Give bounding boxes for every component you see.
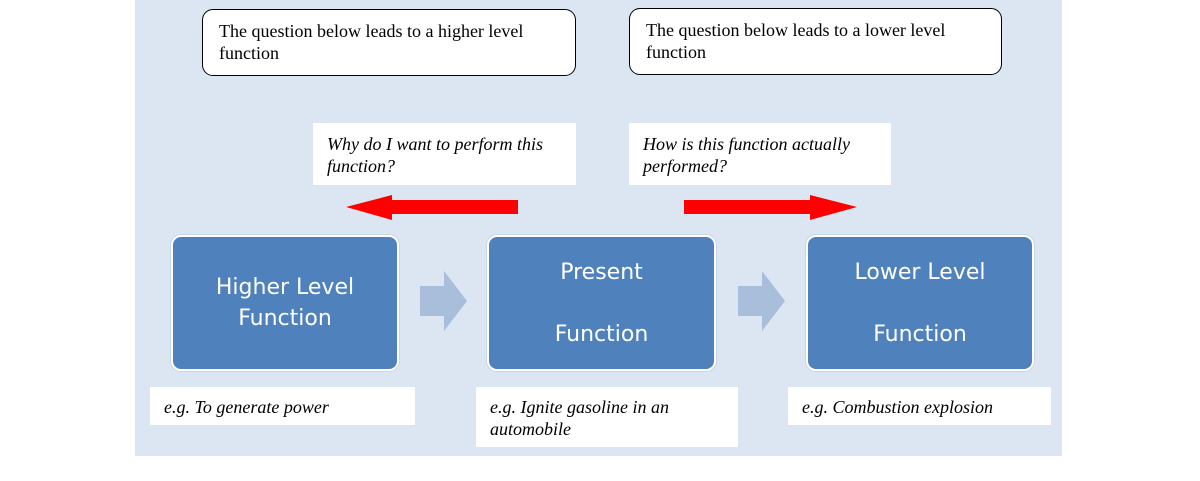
lower-level-function-box: Lower Level Function (806, 235, 1034, 371)
example-lower: e.g. Combustion explosion (788, 387, 1051, 425)
example-lower-text: e.g. Combustion explosion (802, 397, 993, 417)
chevron-right-icon-1 (420, 271, 467, 331)
chevron-right-icon-2 (738, 271, 785, 331)
question-why: Why do I want to perform this function? (313, 123, 576, 185)
present-function-label: Present Function (554, 259, 649, 347)
question-how-text: How is this function actually performed? (643, 134, 850, 176)
left-red-arrow (346, 195, 518, 220)
question-why-text: Why do I want to perform this function? (327, 134, 543, 176)
example-present: e.g. Ignite gasoline in an automobile (476, 387, 738, 447)
example-present-text: e.g. Ignite gasoline in an automobile (490, 397, 669, 439)
example-higher: e.g. To generate power (150, 387, 415, 425)
callout-lower-level-text: The question below leads to a lower leve… (646, 20, 946, 62)
diagram-background (135, 0, 1062, 456)
higher-level-function-label: Higher Level Function (215, 275, 355, 331)
present-function-box: Present Function (487, 235, 716, 371)
callout-lower-level: The question below leads to a lower leve… (629, 8, 1002, 75)
callout-higher-level: The question below leads to a higher lev… (202, 9, 576, 76)
example-higher-text: e.g. To generate power (164, 397, 329, 417)
callout-higher-level-text: The question below leads to a higher lev… (219, 21, 524, 63)
lower-level-function-label: Lower Level Function (854, 259, 986, 347)
right-red-arrow (684, 195, 857, 220)
question-how: How is this function actually performed? (629, 123, 891, 185)
higher-level-function-box: Higher Level Function (171, 235, 399, 371)
